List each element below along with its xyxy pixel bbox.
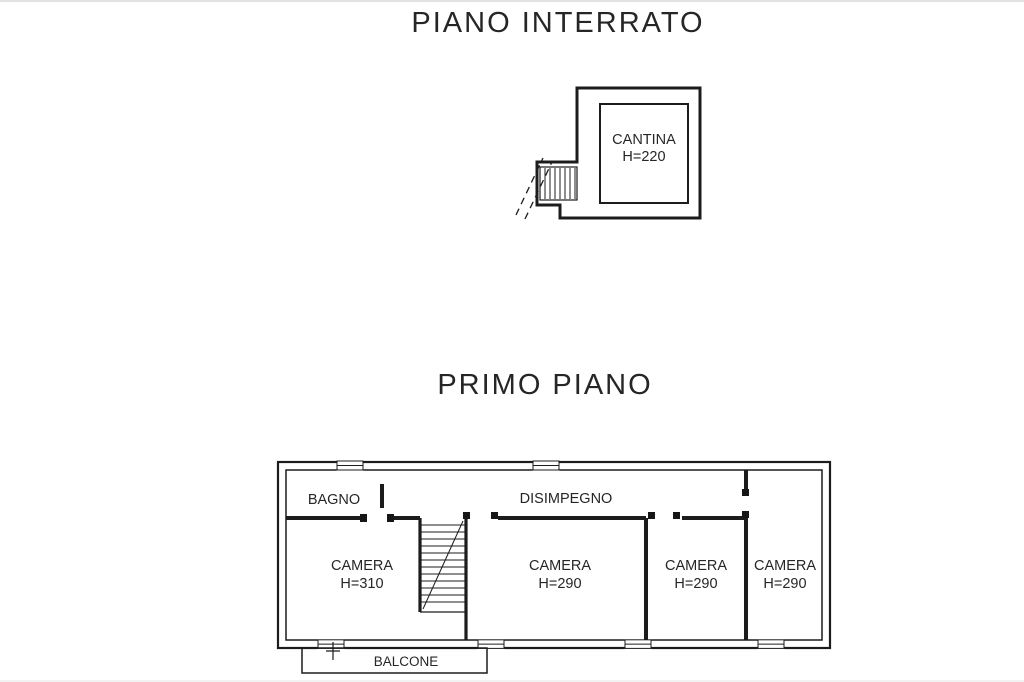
camera1-height-label: H=310 [340,576,383,592]
first-floor-stairs [420,520,466,613]
first-floor-plan [276,459,832,674]
window-symbol [757,638,785,650]
camera2-height-label: H=290 [538,576,581,592]
window-symbol [336,459,364,471]
cantina-height-label: H=220 [622,149,665,165]
camera4-label: CAMERA [754,558,816,574]
window-symbol [624,638,652,650]
basement-section-dashes [515,157,553,220]
first-floor-title: PRIMO PIANO [437,369,652,401]
camera2-label: CAMERA [529,558,591,574]
balcone-label: BALCONE [374,654,439,669]
door-jambs [360,489,749,522]
window-symbol [477,638,505,650]
cantina-room-outline [599,103,689,204]
camera3-height-label: H=290 [674,576,717,592]
balcony-outline [301,642,488,674]
interior-walls [286,470,748,640]
window-symbol [532,459,560,471]
camera4-height-label: H=290 [763,576,806,592]
camera1-label: CAMERA [331,558,393,574]
cantina-label: CANTINA [612,132,676,148]
basement-title: PIANO INTERRATO [411,7,704,39]
camera3-label: CAMERA [665,558,727,574]
basement-stairs [539,166,578,201]
basement-outer-wall [535,86,702,220]
stairwell-walls [418,518,468,640]
basement-plan [515,86,702,220]
bagno-label: BAGNO [308,492,360,508]
disimpegno-label: DISIMPEGNO [520,491,613,507]
